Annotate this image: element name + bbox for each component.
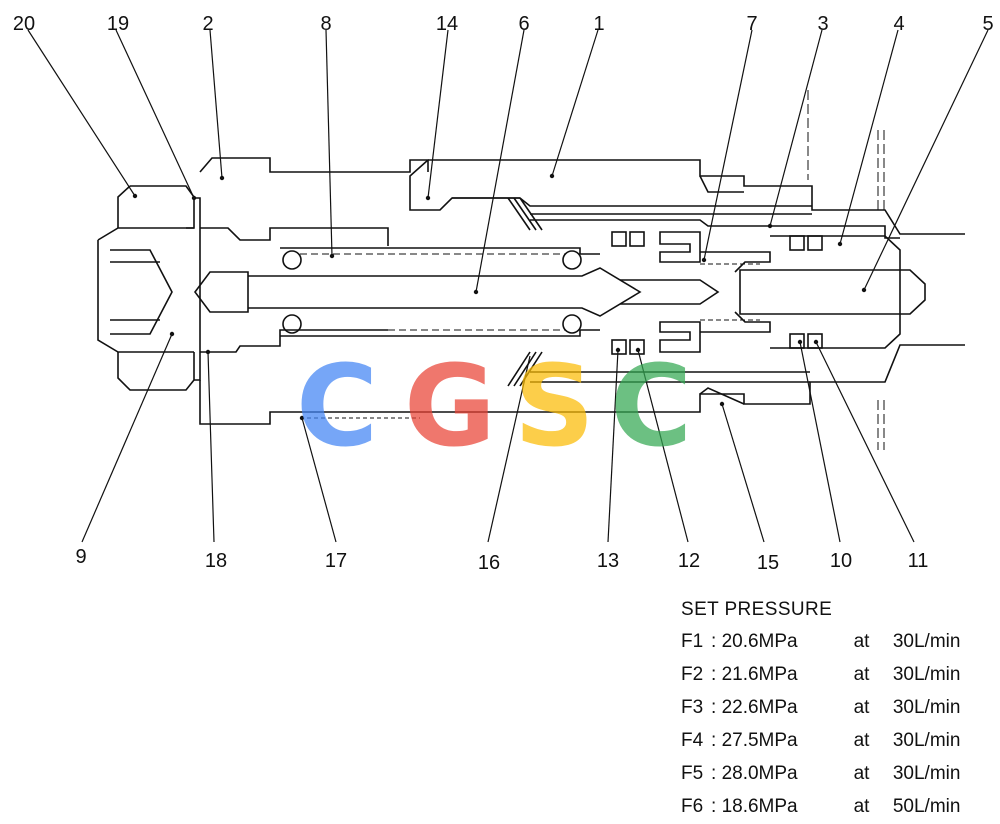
pressure-row: F6: 18.6MPa at 50L/min <box>681 790 960 823</box>
leader-lines <box>27 29 989 543</box>
pressure-row: F2: 21.6MPa at 30L/min <box>681 658 960 691</box>
callout-6: 6 <box>518 13 529 35</box>
watermark-letter: G <box>404 342 496 472</box>
pressure-flow: 30L/min <box>892 763 961 784</box>
callout-3: 3 <box>817 13 828 35</box>
callout-numbers: 20 19 2 8 14 6 1 7 3 4 5 9 18 17 16 13 1… <box>13 13 994 574</box>
callout-5: 5 <box>982 13 993 35</box>
watermark-letter: C <box>296 342 378 472</box>
callout-13: 13 <box>597 550 619 572</box>
callout-7: 7 <box>746 13 757 35</box>
pressure-name: F6 <box>681 796 704 817</box>
callout-18: 18 <box>205 550 227 572</box>
pressure-flow: 30L/min <box>892 664 961 685</box>
pressure-name: F4 <box>681 730 704 751</box>
pressure-flow: 30L/min <box>892 730 961 751</box>
callout-1: 1 <box>593 13 604 35</box>
pressure-flow: 50L/min <box>892 796 961 817</box>
pressure-at: at <box>853 730 870 751</box>
set-pressure-table: SET PRESSURE F1: 20.6MPa at 30L/min F2: 2… <box>681 597 960 823</box>
pressure-flow: 30L/min <box>892 697 961 718</box>
pressure-value: 18.6MPa <box>721 796 798 817</box>
watermark: C G S C <box>296 342 692 472</box>
pressure-name: F2 <box>681 664 704 685</box>
pressure-sep: : <box>711 763 717 784</box>
callout-14: 14 <box>436 13 458 35</box>
pressure-name: F1 <box>681 631 704 652</box>
pressure-sep: : <box>711 730 717 751</box>
pressure-value: 27.5MPa <box>721 730 798 751</box>
pressure-value: 21.6MPa <box>721 664 798 685</box>
callout-11: 11 <box>908 550 929 572</box>
callout-15: 15 <box>757 552 779 574</box>
pressure-flow: 30L/min <box>892 631 961 652</box>
callout-17: 17 <box>325 550 347 572</box>
pressure-value: 28.0MPa <box>721 763 798 784</box>
leader-dots <box>132 173 867 421</box>
pressure-sep: : <box>711 796 717 817</box>
callout-2: 2 <box>202 13 213 35</box>
callout-9: 9 <box>75 546 86 568</box>
watermark-letter: C <box>610 342 692 472</box>
callout-10: 10 <box>830 550 852 572</box>
pressure-value: 20.6MPa <box>721 631 798 652</box>
pressure-at: at <box>853 796 870 817</box>
callout-4: 4 <box>893 13 904 35</box>
pressure-sep: : <box>711 697 717 718</box>
pressure-row: F3: 22.6MPa at 30L/min <box>681 691 960 724</box>
pressure-at: at <box>853 631 870 652</box>
pressure-sep: : <box>711 664 717 685</box>
pressure-sep: : <box>711 631 717 652</box>
pressure-row: F4: 27.5MPa at 30L/min <box>681 724 960 757</box>
set-pressure-title: SET PRESSURE <box>681 599 833 620</box>
valve-body-outline <box>97 90 965 450</box>
pressure-row: F1: 20.6MPa at 30L/min <box>681 625 960 658</box>
callout-12: 12 <box>678 550 700 572</box>
pressure-name: F5 <box>681 763 704 784</box>
pressure-name: F3 <box>681 697 704 718</box>
pressure-at: at <box>853 664 870 685</box>
pressure-row: F5: 28.0MPa at 30L/min <box>681 757 960 790</box>
callout-20: 20 <box>13 13 35 35</box>
callout-8: 8 <box>320 13 331 35</box>
callout-16: 16 <box>478 552 500 574</box>
pressure-at: at <box>853 697 870 718</box>
watermark-letter: S <box>514 342 595 472</box>
callout-19: 19 <box>107 13 129 35</box>
pressure-at: at <box>853 763 870 784</box>
pressure-value: 22.6MPa <box>721 697 798 718</box>
